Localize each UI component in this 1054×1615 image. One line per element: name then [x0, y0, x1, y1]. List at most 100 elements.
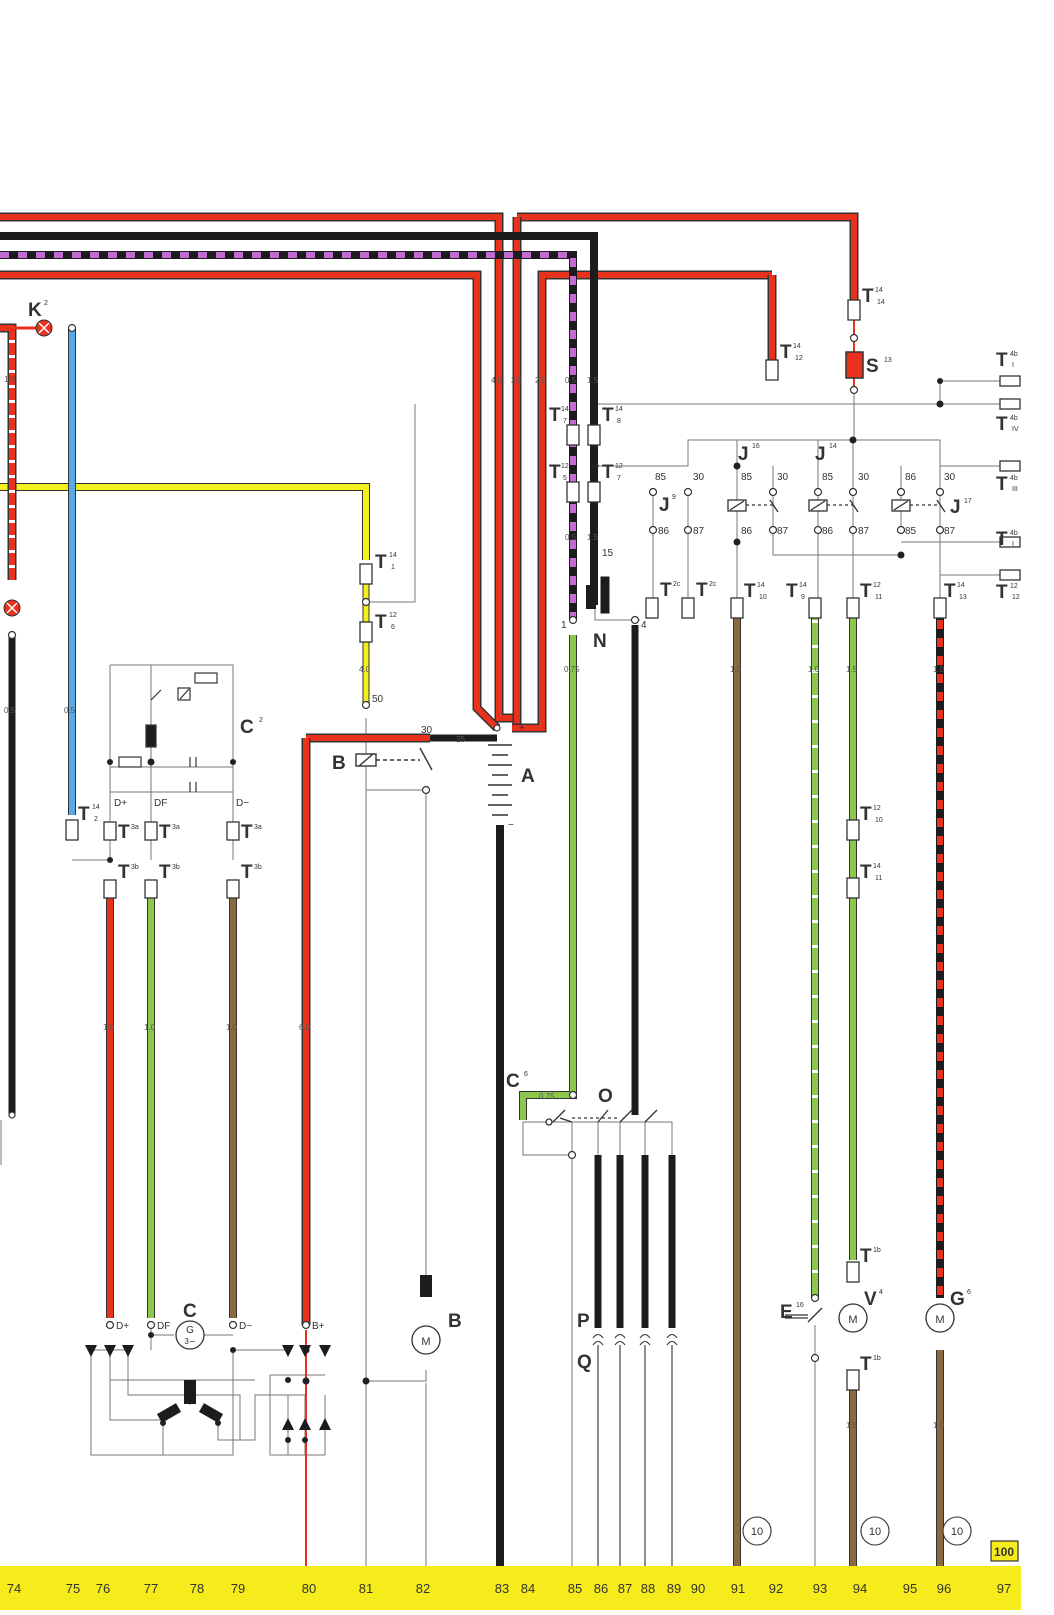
pin-85-j17: 85	[905, 526, 917, 537]
t12-10-sup: 12	[873, 805, 881, 812]
pin-30-j16: 30	[777, 472, 789, 483]
label-c2-sup: 2	[259, 717, 263, 724]
component-labels: K 2 C 2 C C 6 B B A N O P Q S 13 J 9 J 1…	[28, 300, 972, 1373]
pin-labels: 85 30 86 87 85 30 86 87 85 30 86 87 86 3…	[114, 472, 956, 1332]
t12-5-sup: 12	[561, 463, 569, 470]
t14-12-sup: 14	[793, 343, 801, 350]
pin-85-j16: 85	[741, 472, 753, 483]
t4b-iv-sup: 4b	[1010, 415, 1018, 422]
label-g6: G	[950, 1289, 965, 1310]
label-c: C	[183, 1301, 197, 1322]
pin-87-j17: 87	[944, 526, 956, 537]
column-number: 97	[997, 1581, 1011, 1596]
pin-50-b: 50	[372, 694, 384, 705]
t3b-1: T	[118, 862, 130, 883]
generator-phase-label: 3∼	[184, 1337, 195, 1346]
t12-12-sup: 12	[1010, 583, 1018, 590]
column-number: 95	[903, 1581, 917, 1596]
generator-label: G	[186, 1325, 194, 1336]
gauge-w84b: 2.5	[535, 376, 547, 385]
warning-lamp-left	[3, 599, 21, 617]
t3a-1-sup: 3a	[131, 824, 139, 831]
label-q: Q	[577, 1352, 592, 1373]
rectifier-diodes	[85, 1345, 331, 1430]
t3b-1-sup: 3b	[131, 864, 139, 871]
pin-15-n: 15	[602, 548, 614, 559]
t14-9-sup: 14	[799, 582, 807, 589]
column-number: 77	[144, 1581, 158, 1596]
gauge-w86b: 1.5	[587, 533, 599, 542]
label-j16-sup: 16	[752, 443, 760, 450]
gauge-w94: 1.5	[846, 665, 858, 674]
t12-12: T	[996, 582, 1008, 603]
pin-30-j14: 30	[858, 472, 870, 483]
label-s13: S	[866, 356, 879, 377]
pin-dplus-c: D+	[116, 1321, 129, 1332]
column-number: 79	[231, 1581, 245, 1596]
label-j9-sup: 9	[672, 494, 676, 501]
pin-86-j16: 86	[741, 526, 753, 537]
label-n: N	[593, 631, 607, 652]
t1b-2-sup: 1b	[873, 1355, 881, 1362]
t2c-2-sup: 2c	[709, 581, 717, 588]
t14-11-sub: 11	[875, 875, 882, 882]
t12-11-sup: 12	[873, 582, 881, 589]
motor-v4: M	[838, 1303, 868, 1333]
gauge-w85: 0.5	[565, 376, 577, 385]
column-number: 88	[641, 1581, 655, 1596]
pin-30-b: 30	[421, 725, 433, 736]
t12-7: T	[602, 462, 614, 483]
gauge-w94b: 1.5	[846, 1421, 858, 1430]
column-number: 83	[495, 1581, 509, 1596]
t14-8-sup: 14	[615, 406, 623, 413]
gauge-c6: 0.75	[539, 1092, 555, 1101]
gauge-w75: 0.5	[64, 706, 76, 715]
pin-85-j9: 85	[655, 472, 667, 483]
pin-4-n: 4	[641, 620, 647, 631]
label-g6-sup: 6	[967, 1289, 971, 1296]
t12-12-sub: 12	[1012, 594, 1020, 601]
label-b-motor: B	[448, 1311, 462, 1332]
t14-12-sub: 12	[795, 355, 803, 362]
label-j17-sup: 17	[964, 498, 972, 505]
label-b-relay: B	[332, 753, 346, 774]
warning-lamp-k2	[35, 319, 53, 337]
column-strip	[0, 1566, 1021, 1610]
column-number: 84	[521, 1581, 535, 1596]
t3b-2-sup: 3b	[172, 864, 180, 871]
motor-b-label: M	[421, 1336, 430, 1348]
ref-94: 10	[869, 1526, 881, 1538]
label-j17: J	[950, 497, 961, 518]
t1b-1: T	[860, 1246, 872, 1267]
t14-12: T	[780, 342, 792, 363]
t14-10-sub: 10	[759, 594, 767, 601]
t4b-i-2-sub: I	[1012, 541, 1014, 548]
label-c6: C	[506, 1071, 520, 1092]
t3a-1: T	[118, 822, 130, 843]
starter-motor-b: M	[411, 1275, 441, 1355]
t2c-2: T	[696, 580, 708, 601]
pin-df-c: DF	[157, 1321, 170, 1332]
battery-a	[488, 744, 512, 816]
t14-9: T	[786, 581, 798, 602]
gauge-w96b: 1.0	[933, 1421, 945, 1430]
t14-2-sub: 2	[94, 816, 98, 823]
battery-minus: −	[508, 820, 514, 831]
t12-11-sub: 11	[875, 594, 882, 601]
label-v4-sup: 4	[879, 1289, 883, 1296]
t3a-2: T	[159, 822, 171, 843]
column-number: 86	[594, 1581, 608, 1596]
t12-5-sub: 5	[563, 475, 567, 482]
regulator-c2-internals	[118, 672, 218, 792]
column-number: 94	[853, 1581, 867, 1596]
t4b-i-sup: 4b	[1010, 351, 1018, 358]
t3b-2: T	[159, 862, 171, 883]
gauge-w83: 4.0	[491, 376, 503, 385]
column-number: 80	[302, 1581, 316, 1596]
column-number: 92	[769, 1581, 783, 1596]
gauge-w85c: 0.75	[564, 665, 580, 674]
t14-14: T	[862, 286, 874, 307]
t14-10-sup: 14	[757, 582, 765, 589]
t3b-3-sup: 3b	[254, 864, 262, 871]
